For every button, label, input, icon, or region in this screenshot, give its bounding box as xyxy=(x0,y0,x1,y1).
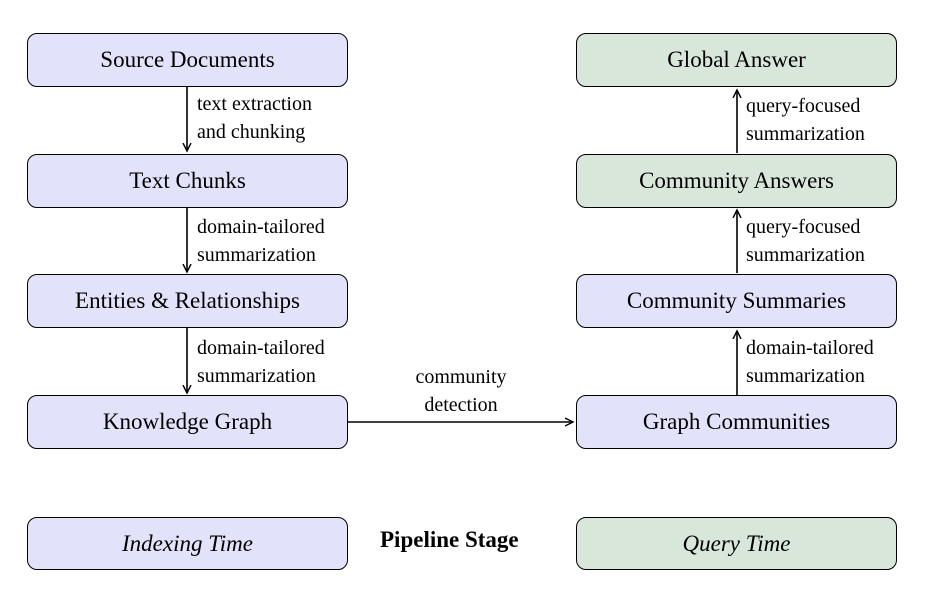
legend-indexing-time: Indexing Time xyxy=(27,517,348,570)
node-entities-relationships: Entities & Relationships xyxy=(27,274,348,328)
edge-label-line: summarization xyxy=(746,244,865,266)
edge-label-line: domain-tailored xyxy=(197,216,325,238)
legend-pipeline-stage: Pipeline Stage xyxy=(380,527,519,552)
node-global-answer: Global Answer xyxy=(576,33,897,87)
node-text-chunks: Text Chunks xyxy=(27,154,348,208)
node-community-answers: Community Answers xyxy=(576,154,897,208)
edge-label-answers-to-global: query-focused summarization xyxy=(746,92,865,148)
edge-label-line: summarization xyxy=(746,365,865,387)
edge-label-line: domain-tailored xyxy=(746,337,874,359)
edge-label-line: query-focused xyxy=(746,95,861,117)
edge-label-line: summarization xyxy=(746,123,865,145)
edge-label-source-to-chunks: text extraction and chunking xyxy=(197,90,312,146)
node-community-summaries: Community Summaries xyxy=(576,274,897,328)
node-graph-communities: Graph Communities xyxy=(576,395,897,449)
edge-label-line: summarization xyxy=(197,244,316,266)
edge-label-line: summarization xyxy=(197,365,316,387)
edge-label-graph-to-communities: community detection xyxy=(401,363,521,419)
edge-label-line: detection xyxy=(424,394,498,416)
edge-label-chunks-to-entities: domain-tailored summarization xyxy=(197,213,325,269)
edge-label-line: and chunking xyxy=(197,121,306,143)
edge-label-line: domain-tailored xyxy=(197,337,325,359)
node-knowledge-graph: Knowledge Graph xyxy=(27,395,348,449)
edge-label-line: query-focused xyxy=(746,216,861,238)
edge-label-entities-to-graph: domain-tailored summarization xyxy=(197,334,325,390)
edge-label-line: text extraction xyxy=(197,93,312,115)
edge-label-summaries-to-answers: query-focused summarization xyxy=(746,213,865,269)
node-source-documents: Source Documents xyxy=(27,33,348,87)
legend-query-time: Query Time xyxy=(576,517,897,570)
edge-label-line: community xyxy=(415,366,507,388)
edge-label-communities-to-summaries: domain-tailored summarization xyxy=(746,334,874,390)
